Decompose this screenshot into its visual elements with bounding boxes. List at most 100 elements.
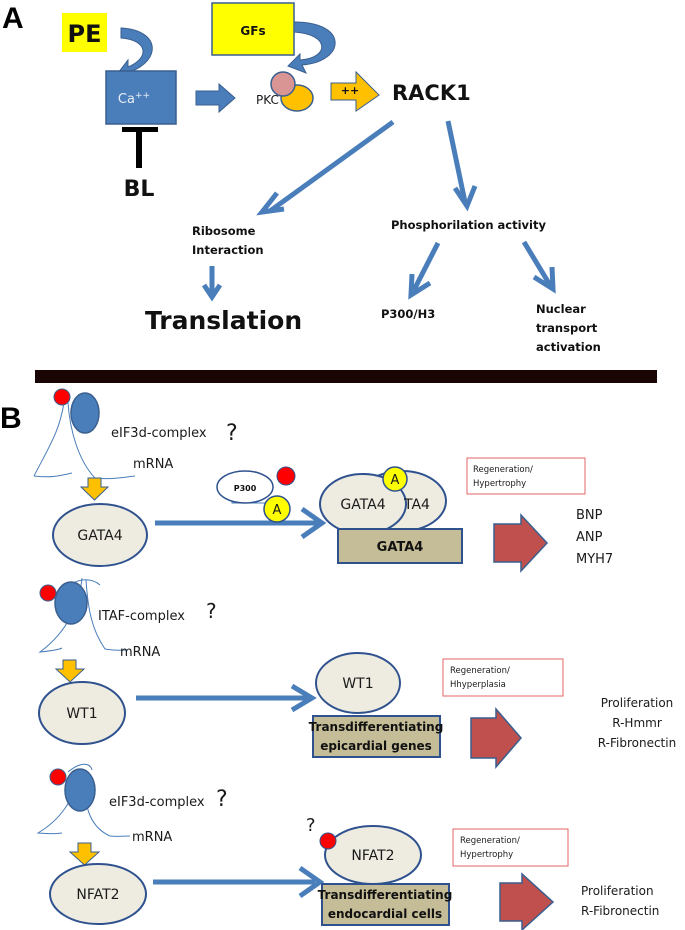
outcome-line1: Regeneration/ [450,666,510,676]
phospho-to-p300-arrow-icon [411,241,441,292]
outcome-line1: Regeneration/ [473,465,533,475]
gene-label: MYH7 [576,552,613,567]
bl-label: BL [124,177,155,202]
complex-question: ? [206,599,217,623]
complex-question: ? [216,787,228,812]
dimer-acetyl-marker-icon [382,466,408,492]
factor-ellipse [38,681,126,745]
acetyl-label: A [273,503,282,518]
ribosome-large-subunit-icon [54,581,88,625]
gene-label: Proliferation [581,884,654,898]
nuclear-label-line2: transport [536,321,598,335]
outcome-line1: Regeneration/ [460,836,520,846]
complex-label: eIF3d-complex [111,426,207,441]
outcome-red-arrow-icon [470,706,522,770]
p300-red-marker-icon [276,466,296,486]
bound-question: ? [306,815,316,836]
factor-to-target-arrowhead-icon [300,506,327,540]
gfs-label: GFs [240,24,265,38]
row-wt1: ITAF-complex ? mRNA WT1 WT1 Transdiffere… [38,577,676,770]
factor-label: GATA4 [77,528,122,544]
panel-a-label: A [2,2,24,35]
ribosome-red-marker-icon [53,388,71,406]
outcome-red-arrow-icon [499,872,555,930]
rack1-label: RACK1 [392,81,471,105]
gene-label: R-Fibronectin [581,904,659,918]
mrna-label: mRNA [120,645,160,660]
p300-label: P300 [234,484,257,493]
inhibitor-bar-icon [122,127,158,132]
ribosome-large-subunit-icon [70,392,100,434]
acetyl-marker-icon [263,495,291,523]
p300h3-label: P300/H3 [381,307,435,321]
outcome-box [466,457,586,495]
activation-arrow-icon [330,70,380,112]
mrna-label: mRNA [133,457,173,472]
outcome-box [452,828,569,867]
ribosome-red-marker-icon [39,584,57,602]
ribosome-large-subunit-icon [64,768,96,812]
phospho-to-nuclear-arrowhead-icon [532,266,556,294]
translation-down-arrow-icon [54,659,86,683]
nuclear-label-line3: activation [536,340,601,354]
calcium-box [105,70,177,125]
row-gata4: eIF3d-complex ? mRNA GATA4 P300 A GATA4 … [33,388,613,573]
gene-label: BNP [576,508,603,523]
outcome-box [442,658,564,697]
phospho-label: Phosphorilation activity [391,218,546,232]
gfs-curved-arrow-icon [287,21,336,74]
outcome-red-arrow-icon [493,513,549,573]
translation-down-arrow-icon [79,477,110,501]
activation-plusplus: ++ [341,84,359,97]
panel-a: A PE Ca++ BL GFs PKC ++ RACK1 [2,2,601,354]
ribosome-label-line1: Ribosome [192,224,256,238]
pe-box [62,13,107,52]
factor-to-target-arrowhead-icon [290,683,317,713]
calcium-label: Ca++ [118,91,150,107]
phospho-to-nuclear-arrow-icon [521,240,553,287]
outcome-line2: Hhyperplasia [450,680,506,690]
rack1-to-phospho-arrow-icon [445,120,468,203]
complex-label: eIF3d-complex [109,795,205,810]
translation-down-arrow-icon [68,842,101,866]
factor-label: NFAT2 [76,887,119,903]
ribosome-to-translation-arrowhead-icon [201,283,223,302]
rack1-to-ribosome-arrowhead-icon [256,191,285,216]
dimer-acetyl-label: A [391,473,400,488]
target-box [321,883,450,926]
ribosome-label-line2: Interaction [192,243,264,257]
panel-divider [35,370,657,383]
outcome-line2: Hypertrophy [473,479,526,489]
gene-label: Proliferation [601,696,674,710]
dimer-front-label: GATA4 [340,497,385,513]
gene-label: R-Hmmr [612,716,662,730]
pkc-label: PKC [256,93,279,107]
target-line1: Transdifferentiating [318,888,453,902]
panel-b: B eIF3d-complex ? mRNA GATA4 P300 A [0,388,676,930]
target-box [337,528,463,564]
factor-label: WT1 [66,706,97,722]
mrna-label: mRNA [132,830,172,845]
p300-ellipse [216,470,274,504]
phospho-to-p300-arrowhead-icon [408,273,432,300]
rack1-to-phospho-arrowhead-icon [452,185,478,212]
target-line2: epicardial genes [320,739,432,753]
nuclear-label-line1: Nuclear [536,302,586,316]
panel-b-label: B [0,402,22,435]
target-box [312,715,441,758]
gene-label: ANP [576,530,603,545]
factor-to-target-arrowhead-icon [298,865,325,899]
inhibitor-stem-icon [136,130,142,168]
gene-label: R-Fibronectin [598,736,676,750]
gfs-box [211,2,295,56]
bound-factor-label: NFAT2 [351,848,394,864]
factor-ellipse [49,863,147,925]
bound-factor-ellipse [315,652,401,714]
row-nfat2: eIF3d-complex ? mRNA NFAT2 ? NFAT2 Trans… [36,763,659,930]
complex-question: ? [226,421,238,446]
bound-factor-label: WT1 [342,676,373,692]
factor-ellipse [52,503,148,567]
pe-label: PE [68,20,102,48]
rack1-to-ribosome-arrow-icon [268,119,395,214]
